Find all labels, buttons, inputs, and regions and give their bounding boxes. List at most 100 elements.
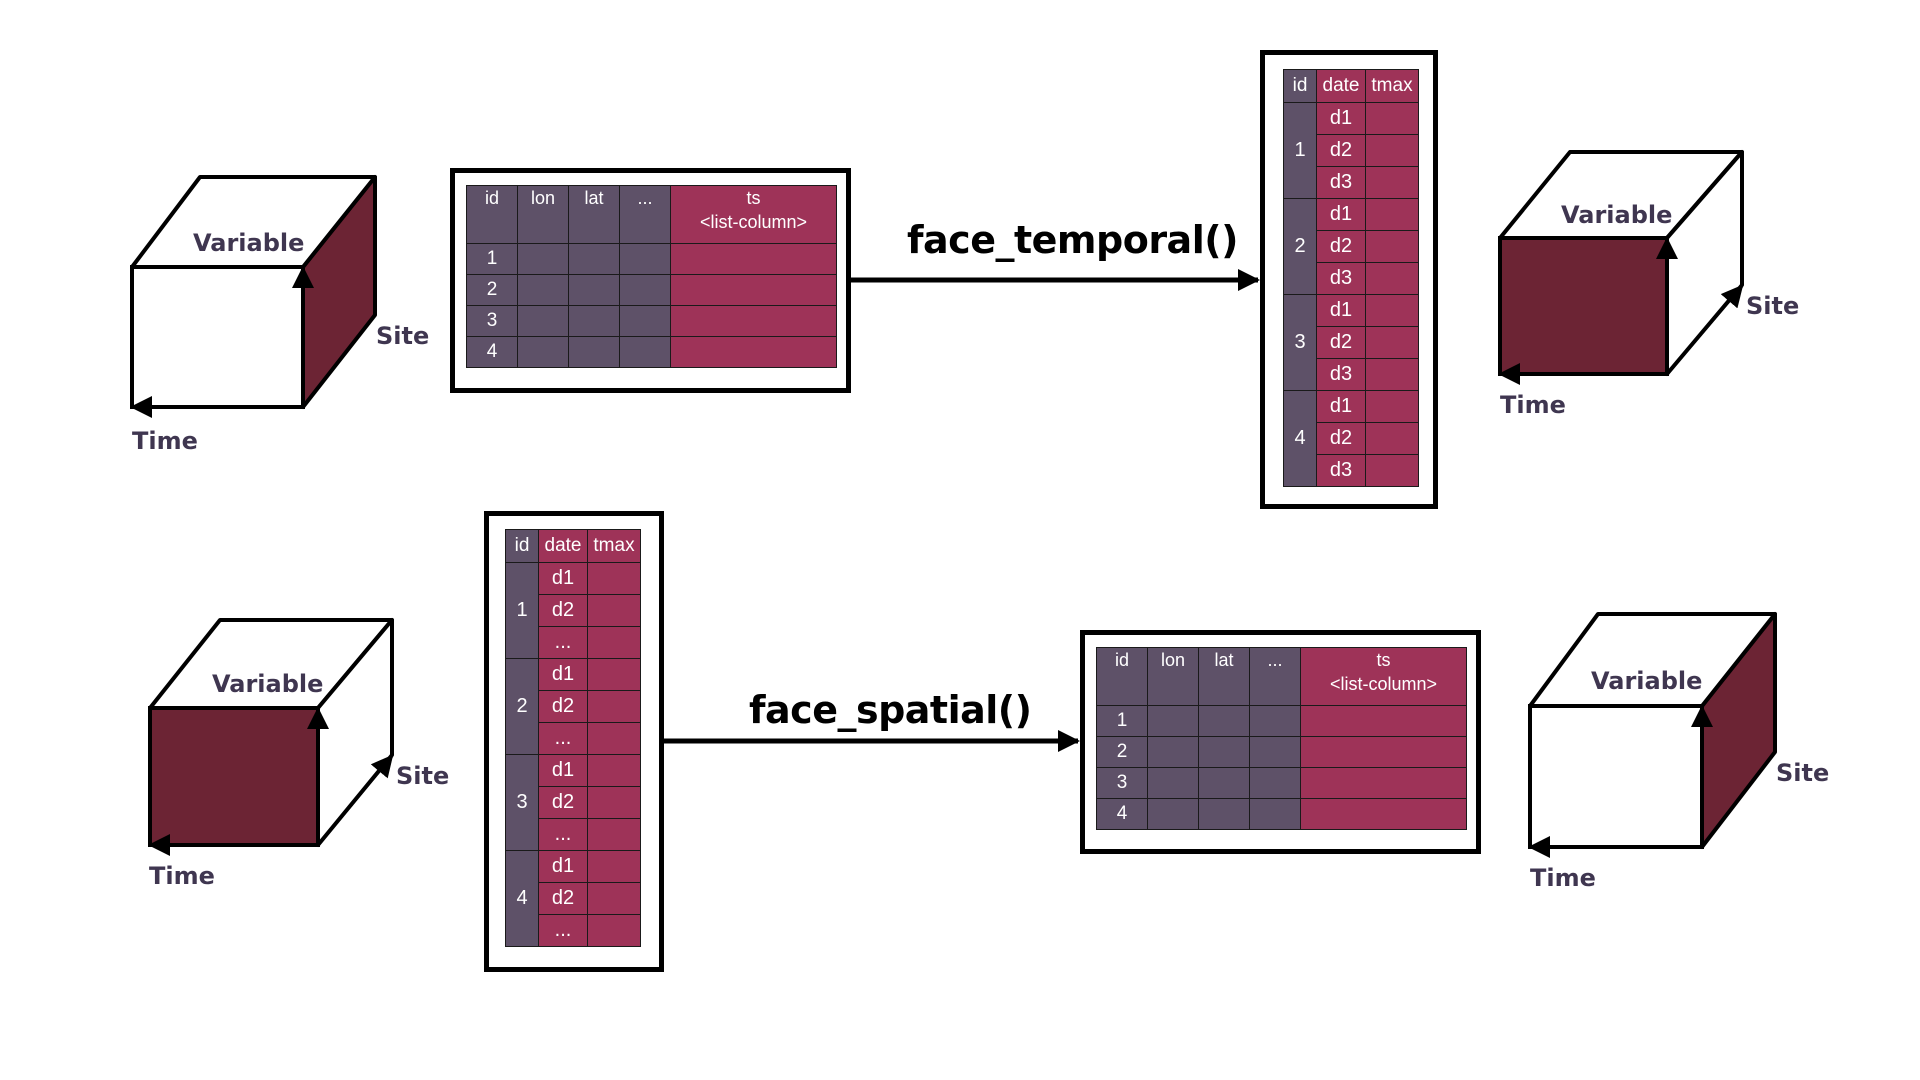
date-cell: d1	[1316, 390, 1366, 423]
header-ts-name: ts	[746, 188, 761, 208]
id-cell: 4	[1096, 798, 1148, 830]
id-cell: 4	[466, 336, 518, 368]
tmax-cell	[587, 594, 641, 627]
id-cell: 1	[466, 243, 518, 275]
table-row: d2	[1284, 230, 1419, 263]
cube-bottom-right-variable-label: Variable	[1591, 667, 1703, 695]
date-cell: d2	[538, 882, 588, 915]
tmax-cell	[587, 690, 641, 723]
date-cell: d1	[538, 562, 588, 595]
table-row: 4	[1096, 798, 1467, 830]
date-cell: d2	[1316, 230, 1366, 263]
header-lon: lon	[517, 185, 569, 244]
date-cell: ...	[538, 914, 588, 947]
tmax-cell	[1365, 230, 1419, 263]
cube-bottom-right-time-label: Time	[1530, 864, 1596, 892]
table-row: 1	[1096, 705, 1467, 737]
table-row: ...	[506, 818, 641, 851]
date-cell: d1	[1316, 198, 1366, 231]
date-cell: d2	[538, 594, 588, 627]
id-cell: 2	[1283, 198, 1317, 295]
id-cell: 1	[505, 562, 539, 659]
cube-top-left-site-label: Site	[376, 322, 430, 350]
header-id: id	[1096, 647, 1148, 706]
tmax-cell	[587, 658, 641, 691]
table-row: d2	[506, 882, 641, 915]
header-id: id	[466, 185, 518, 244]
cube-bottom-left-time-label: Time	[149, 862, 215, 890]
cube-bottom-left-variable-label: Variable	[212, 670, 324, 698]
table-row: 3	[1096, 767, 1467, 799]
date-cell: d2	[538, 690, 588, 723]
cube-bottom-right	[1528, 612, 1777, 858]
id-cell: 2	[1096, 736, 1148, 768]
cube-top-right-site-label: Site	[1746, 292, 1800, 320]
table-row: ...	[506, 914, 641, 947]
id-cell: 1	[1096, 705, 1148, 737]
date-cell: ...	[538, 626, 588, 659]
header-lon: lon	[1147, 647, 1199, 706]
tmax-cell	[1365, 454, 1419, 487]
tmax-cell	[587, 850, 641, 883]
face-temporal-label: face_temporal()	[907, 218, 1238, 262]
table-row: d2	[1284, 422, 1419, 455]
header-tmax: tmax	[587, 529, 641, 563]
cube-front-face	[130, 265, 305, 409]
table-row: d2	[1284, 326, 1419, 359]
header-ts-name: ts	[1376, 650, 1391, 670]
date-cell: d1	[538, 754, 588, 787]
tmax-cell	[587, 626, 641, 659]
date-cell: d1	[1316, 294, 1366, 327]
date-cell: d1	[1316, 102, 1366, 135]
spatial-table: id lon lat ... ts<list-column> 1 2 3 4	[466, 185, 837, 368]
cube-front-face	[1498, 236, 1669, 376]
tmax-cell	[1365, 358, 1419, 391]
cube-top-left-time-label: Time	[132, 427, 198, 455]
tmax-cell	[1365, 262, 1419, 295]
cube-bottom-left-site-label: Site	[396, 762, 450, 790]
date-cell: ...	[538, 722, 588, 755]
id-cell: 1	[1283, 102, 1317, 199]
date-cell: d3	[1316, 454, 1366, 487]
header-date: date	[538, 529, 588, 563]
header-ts-type: <list-column>	[1329, 674, 1438, 694]
date-cell: d3	[1316, 262, 1366, 295]
tmax-cell	[587, 562, 641, 595]
id-cell: 3	[505, 754, 539, 851]
tmax-cell	[1365, 166, 1419, 199]
id-cell: 3	[1096, 767, 1148, 799]
table-row: d3	[1284, 454, 1419, 487]
date-cell: d3	[1316, 166, 1366, 199]
date-cell: d2	[538, 786, 588, 819]
date-cell: d2	[1316, 422, 1366, 455]
header-ellipsis: ...	[1249, 647, 1301, 706]
table-row: d2	[506, 690, 641, 723]
header-id: id	[1283, 69, 1317, 103]
tmax-cell	[587, 818, 641, 851]
table-row: d3	[1284, 262, 1419, 295]
header-id: id	[505, 529, 539, 563]
spatial-result-table: id lon lat ... ts<list-column> 1 2 3 4	[1096, 647, 1467, 830]
header-lat: lat	[568, 185, 620, 244]
id-cell: 4	[1283, 390, 1317, 487]
cube-bottom-right-site-label: Site	[1776, 759, 1830, 787]
tmax-cell	[1365, 134, 1419, 167]
tmax-cell	[1365, 102, 1419, 135]
cube-top-right-time-label: Time	[1500, 391, 1566, 419]
tmax-cell	[1365, 294, 1419, 327]
cube-top-left-variable-label: Variable	[193, 229, 305, 257]
header-ts: ts<list-column>	[670, 185, 837, 244]
site-axis-arrow	[316, 754, 394, 846]
table-row: ...	[506, 722, 641, 755]
date-cell: d2	[1316, 326, 1366, 359]
table-row: ...	[506, 626, 641, 659]
id-cell: 4	[505, 850, 539, 947]
date-cell: ...	[538, 818, 588, 851]
